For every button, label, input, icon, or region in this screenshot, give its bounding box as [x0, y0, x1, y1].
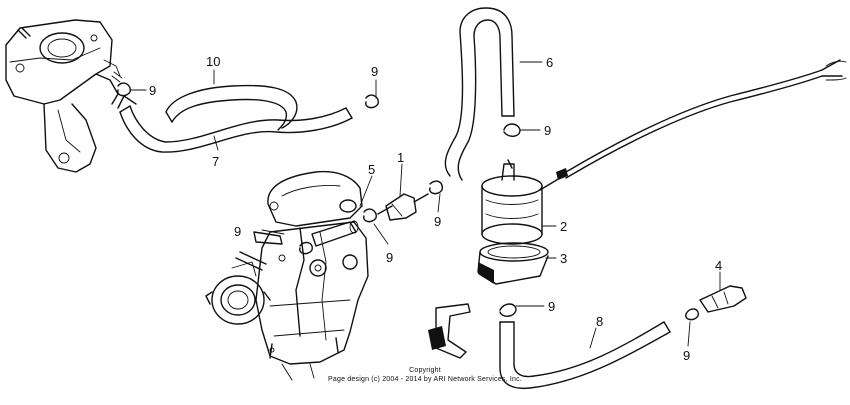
- hose-8: [499, 303, 671, 390]
- callout-labels: 10 9 9 7 6 9 1 5 9 9 9 2 3 4 9 8 9: [149, 54, 722, 363]
- callout-7: 7: [212, 154, 219, 169]
- callout-9: 9: [386, 250, 393, 265]
- hose-10: [165, 84, 298, 131]
- callout-10: 10: [206, 54, 220, 69]
- callout-1: 1: [397, 150, 404, 165]
- copyright-line-2: Page design (c) 2004 - 2014 by ARI Netwo…: [328, 376, 522, 383]
- carb-fitting: [253, 208, 377, 255]
- callout-8: 8: [596, 314, 603, 329]
- hose-6: [444, 7, 515, 181]
- callout-9: 9: [434, 214, 441, 229]
- joint-4: [685, 285, 747, 321]
- callout-3: 3: [560, 251, 567, 266]
- callout-5: 5: [368, 162, 375, 177]
- callout-2: 2: [560, 219, 567, 234]
- pump-wire: [565, 59, 847, 179]
- fuel-filter-1: [377, 180, 444, 221]
- carburetor-top-cover: [267, 170, 363, 227]
- hose-7: [117, 95, 353, 153]
- callout-9: 9: [548, 299, 555, 314]
- hose-6-clip: [503, 123, 521, 137]
- callout-9: 9: [149, 83, 156, 98]
- callout-9: 9: [544, 123, 551, 138]
- small-bracket: [428, 303, 471, 359]
- callout-9: 9: [234, 224, 241, 239]
- callout-9: 9: [371, 64, 378, 79]
- hose-clip: [111, 71, 379, 109]
- copyright-notice: Copyright Page design (c) 2004 - 2014 by…: [328, 367, 522, 383]
- leader-lines: [129, 61, 721, 349]
- pump-bracket-3: [477, 242, 549, 285]
- callout-4: 4: [715, 258, 722, 273]
- carburetor-body: [205, 221, 369, 381]
- copyright-line-1: Copyright: [409, 367, 441, 374]
- fuel-cock-bracket: [5, 19, 121, 173]
- fuel-pump-2: [481, 159, 568, 245]
- callout-6: 6: [546, 55, 553, 70]
- callout-9: 9: [683, 348, 690, 363]
